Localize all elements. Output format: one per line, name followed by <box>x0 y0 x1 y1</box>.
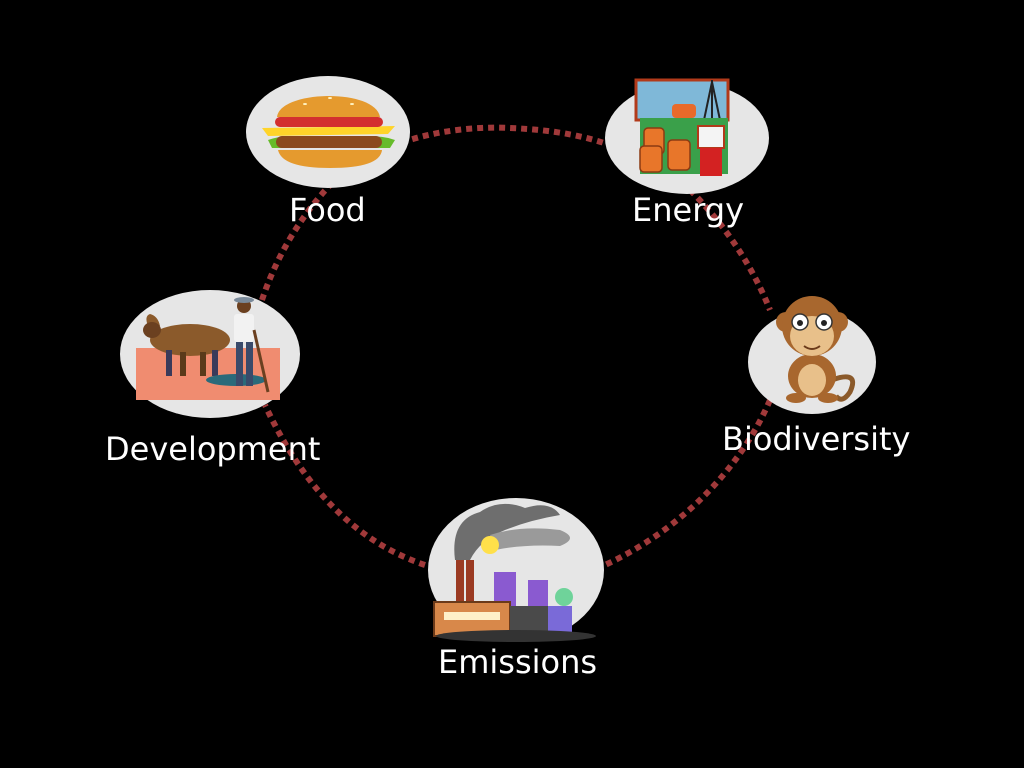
cycle-ring <box>259 124 773 568</box>
farmer-ox-icon <box>136 297 280 400</box>
node-label-biodiversity: Biodiversity <box>722 420 911 458</box>
node-emissions <box>428 498 604 642</box>
node-label-emissions: Emissions <box>438 643 598 681</box>
node-energy <box>605 78 769 194</box>
factory-icon <box>433 503 596 642</box>
burger-icon <box>262 95 395 168</box>
node-biodiversity <box>748 296 876 414</box>
oil-refinery-icon <box>634 78 730 176</box>
node-food <box>246 76 410 188</box>
node-development <box>120 290 300 418</box>
monkey-icon <box>776 296 856 403</box>
node-label-energy: Energy <box>632 191 745 229</box>
node-label-development: Development <box>105 430 321 468</box>
node-label-food: Food <box>289 191 366 229</box>
